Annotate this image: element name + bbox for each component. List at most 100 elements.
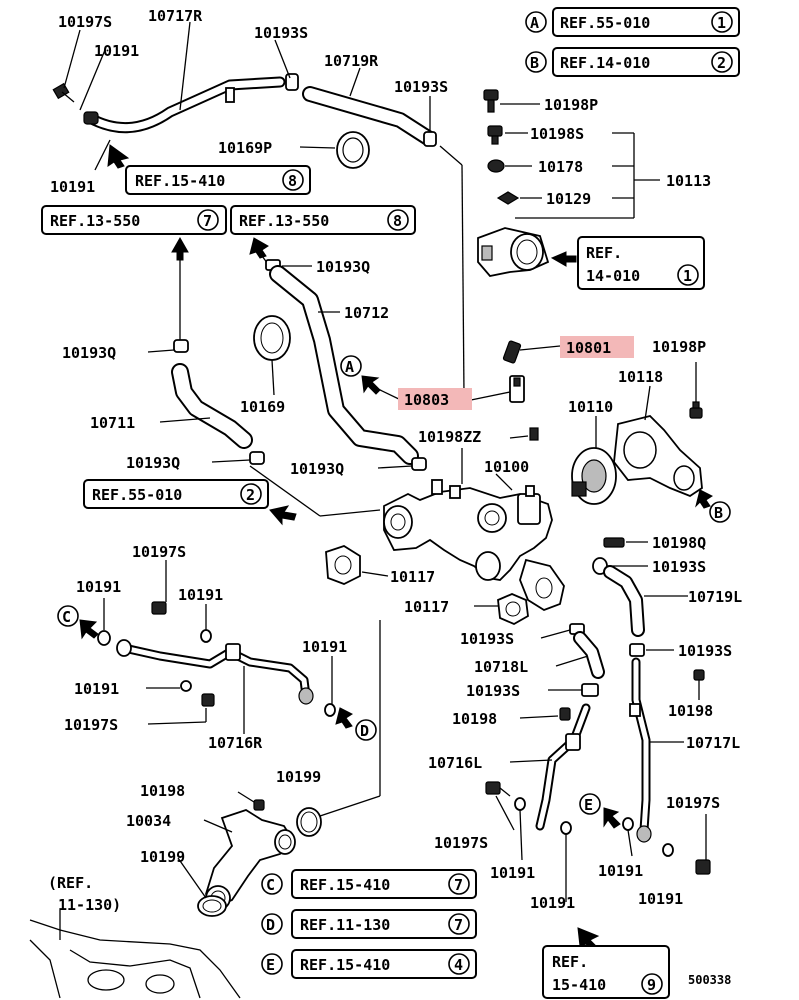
housing-10118	[613, 385, 703, 498]
svg-text:REF.15-410: REF.15-410	[300, 956, 390, 974]
label-10117-a[interactable]: 10117	[390, 568, 435, 586]
ref-55010-2[interactable]: REF.55-010 2	[83, 479, 269, 509]
clamp-10193S-b	[423, 131, 437, 147]
label-10178[interactable]: 10178	[538, 158, 583, 176]
label-10113[interactable]: 10113	[666, 172, 711, 190]
label-10191-g[interactable]: 10191	[490, 864, 535, 882]
label-10198S[interactable]: 10198S	[530, 125, 584, 143]
label-10198-c[interactable]: 10198	[140, 782, 185, 800]
label-10191-d[interactable]: 10191	[178, 586, 223, 604]
label-10191-b[interactable]: 10191	[50, 178, 95, 196]
ref-13550-7[interactable]: REF.13-550 7	[41, 205, 227, 235]
label-10191-h[interactable]: 10191	[530, 894, 575, 912]
ref-13550-8[interactable]: REF.13-550 8	[230, 205, 416, 235]
label-10716L[interactable]: 10716L	[428, 754, 482, 772]
label-10198ZZ[interactable]: 10198ZZ	[418, 428, 481, 446]
svg-text:B: B	[530, 54, 539, 72]
thermostat-10110	[571, 416, 617, 505]
label-10197S-c[interactable]: 10197S	[64, 716, 118, 734]
label-10191-e[interactable]: 10191	[302, 638, 347, 656]
label-10191-f[interactable]: 10191	[74, 680, 119, 698]
clamp-10193Q-d	[377, 457, 427, 471]
svg-text:(REF.: (REF.	[48, 874, 93, 892]
label-10717R[interactable]: 10717R	[148, 7, 203, 25]
sensor-10803	[470, 375, 525, 403]
label-10193S-b[interactable]: 10193S	[394, 78, 448, 96]
arrow-ref-14010-1	[550, 251, 577, 267]
label-10717L[interactable]: 10717L	[686, 734, 740, 752]
oring-10191-e	[146, 680, 192, 692]
label-10716R[interactable]: 10716R	[208, 734, 263, 752]
svg-text:REF.15-410: REF.15-410	[300, 876, 390, 894]
gasket-10117-a	[325, 545, 389, 585]
ref-legend-d[interactable]: D REF.11-130 7	[261, 909, 477, 939]
label-10198P-a[interactable]: 10198P	[544, 96, 598, 114]
label-10197S-d[interactable]: 10197S	[434, 834, 488, 852]
label-10191-j[interactable]: 10191	[638, 890, 683, 908]
label-10193S-c[interactable]: 10193S	[652, 558, 706, 576]
ref-14010-1[interactable]: REF. 14-010 1	[577, 236, 705, 290]
label-10193Q-a[interactable]: 10193Q	[316, 258, 370, 276]
label-10197S-b[interactable]: 10197S	[132, 543, 186, 561]
ref-15410-8[interactable]: REF.15-410 8	[125, 165, 311, 195]
label-10711[interactable]: 10711	[90, 414, 135, 432]
bolt-10198P-top	[483, 89, 540, 113]
label-10801[interactable]: 10801	[566, 339, 611, 357]
ref-legend-b[interactable]: B REF.14-010 2	[525, 47, 740, 77]
label-10198Q[interactable]: 10198Q	[652, 534, 706, 552]
pipe-10716R	[116, 639, 314, 734]
label-10712[interactable]: 10712	[344, 304, 389, 322]
arrow-ref-55010-2	[249, 465, 381, 526]
ref-legend-c[interactable]: C REF.15-410 7	[261, 869, 477, 899]
label-10191-c[interactable]: 10191	[76, 578, 121, 596]
clamp-10193S-top	[285, 73, 299, 91]
label-10169P[interactable]: 10169P	[218, 139, 272, 157]
label-10803[interactable]: 10803	[404, 391, 449, 409]
hose-10718L	[555, 631, 605, 679]
oring-10178	[487, 159, 532, 173]
label-10118[interactable]: 10118	[618, 368, 663, 386]
label-10193S-d[interactable]: 10193S	[460, 630, 514, 648]
label-10199-a[interactable]: 10199	[276, 768, 321, 786]
label-10034[interactable]: 10034	[126, 812, 171, 830]
label-10129[interactable]: 10129	[546, 190, 591, 208]
label-10100[interactable]: 10100	[484, 458, 529, 476]
svg-text:C: C	[62, 608, 71, 626]
svg-text:REF.13-550: REF.13-550	[239, 212, 329, 230]
label-10197S-e[interactable]: 10197S	[666, 794, 720, 812]
label-10110[interactable]: 10110	[568, 398, 613, 416]
label-10719L[interactable]: 10719L	[688, 588, 742, 606]
oring-10191-h	[560, 821, 572, 890]
svg-text:REF.13-550: REF.13-550	[50, 212, 140, 230]
label-10191-i[interactable]: 10191	[598, 862, 643, 880]
label-10198-a[interactable]: 10198	[452, 710, 497, 728]
label-10719R[interactable]: 10719R	[324, 52, 379, 70]
label-10197S-a[interactable]: 10197S	[58, 13, 112, 31]
ref-legend-a[interactable]: A REF.55-010 1	[525, 7, 740, 37]
bolt-10198P-right	[689, 362, 703, 419]
label-10718L[interactable]: 10718L	[474, 658, 528, 676]
pipe-10717L	[629, 657, 684, 843]
label-10193Q-c[interactable]: 10193Q	[126, 454, 180, 472]
label-10199-b[interactable]: 10199	[140, 848, 185, 866]
ref-legend-e[interactable]: E REF.15-410 4	[261, 949, 477, 979]
oring-10191-g	[514, 797, 526, 861]
label-10191-a[interactable]: 10191	[94, 42, 139, 60]
svg-text:11-130): 11-130)	[58, 896, 121, 914]
label-10193S-f[interactable]: 10193S	[466, 682, 520, 700]
ref-15410-9[interactable]: REF. 15-410 9	[542, 945, 670, 999]
sensor-10801	[502, 340, 561, 364]
label-10169[interactable]: 10169	[240, 398, 285, 416]
label-10193Q-d[interactable]: 10193Q	[290, 460, 344, 478]
svg-text:A: A	[345, 358, 354, 376]
label-10198P-b[interactable]: 10198P	[652, 338, 706, 356]
label-10117-b[interactable]: 10117	[404, 598, 449, 616]
label-10198-b[interactable]: 10198	[668, 702, 713, 720]
hose-10719R	[302, 86, 436, 146]
label-10193Q-b[interactable]: 10193Q	[62, 344, 116, 362]
label-10193S-a[interactable]: 10193S	[254, 24, 308, 42]
hose-10719L	[603, 565, 688, 637]
svg-text:4: 4	[454, 956, 463, 974]
bolt-10198-right	[693, 669, 705, 700]
label-10193S-e[interactable]: 10193S	[678, 642, 732, 660]
